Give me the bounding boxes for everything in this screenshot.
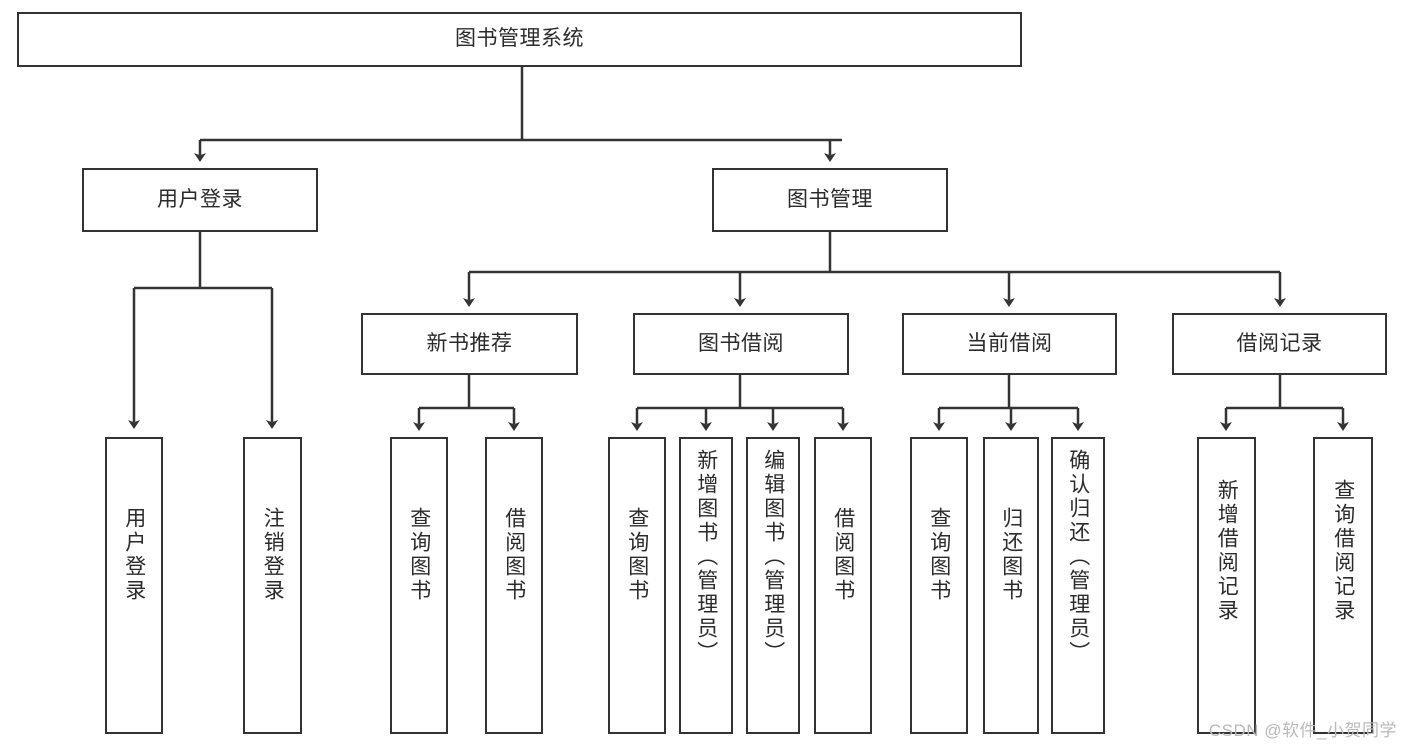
csdn-watermark: CSDN @软件_小贺同学 xyxy=(1208,721,1397,740)
node-leaf-edit-book[interactable]: 编辑图书（管理员） xyxy=(746,437,800,734)
node-leaf-query-book-1[interactable]: 查询图书 xyxy=(390,437,448,734)
node-leaf-add-book-label: 新增图书（管理员） xyxy=(694,449,718,665)
node-book-borrow[interactable]: 图书借阅 xyxy=(633,313,849,375)
node-root[interactable]: 图书管理系统 xyxy=(17,12,1022,67)
node-leaf-borrow-book-1[interactable]: 借阅图书 xyxy=(485,437,543,734)
node-leaf-user-login[interactable]: 用户登录 xyxy=(105,437,163,734)
node-leaf-query-book-1-label: 查询图书 xyxy=(407,507,431,603)
node-borrow-records-label: 借阅记录 xyxy=(1236,331,1323,355)
node-leaf-add-borrow-record[interactable]: 新增借阅记录 xyxy=(1197,437,1256,734)
node-leaf-borrow-book-1-label: 借阅图书 xyxy=(502,507,526,603)
node-current-borrow[interactable]: 当前借阅 xyxy=(902,313,1117,375)
node-leaf-borrow-book-2-label: 借阅图书 xyxy=(831,507,855,603)
node-leaf-query-book-3[interactable]: 查询图书 xyxy=(910,437,968,734)
node-book-management-label: 图书管理 xyxy=(787,187,873,211)
node-leaf-query-borrow-record-label: 查询借阅记录 xyxy=(1331,479,1355,623)
node-leaf-add-borrow-record-label: 新增借阅记录 xyxy=(1215,479,1239,623)
node-leaf-borrow-book-2[interactable]: 借阅图书 xyxy=(814,437,872,734)
node-leaf-return-book-label: 归还图书 xyxy=(999,507,1023,603)
node-leaf-add-book[interactable]: 新增图书（管理员） xyxy=(679,437,733,734)
node-user-login-label: 用户登录 xyxy=(157,187,243,211)
node-leaf-query-book-2[interactable]: 查询图书 xyxy=(608,437,666,734)
node-borrow-records[interactable]: 借阅记录 xyxy=(1172,313,1387,375)
node-leaf-query-book-2-label: 查询图书 xyxy=(625,507,649,603)
node-new-book-recommend-label: 新书推荐 xyxy=(426,331,513,355)
node-leaf-edit-book-label: 编辑图书（管理员） xyxy=(761,449,785,665)
node-new-book-recommend[interactable]: 新书推荐 xyxy=(361,313,578,375)
node-current-borrow-label: 当前借阅 xyxy=(966,331,1053,355)
node-book-borrow-label: 图书借阅 xyxy=(698,331,784,355)
node-leaf-confirm-return-label: 确认归还（管理员） xyxy=(1066,449,1090,665)
node-leaf-user-login-label: 用户登录 xyxy=(122,507,146,603)
node-root-label: 图书管理系统 xyxy=(455,27,584,51)
node-user-login[interactable]: 用户登录 xyxy=(82,168,318,232)
node-leaf-query-book-3-label: 查询图书 xyxy=(927,507,951,603)
node-leaf-query-borrow-record[interactable]: 查询借阅记录 xyxy=(1313,437,1373,734)
node-leaf-user-logout-label: 注销登录 xyxy=(261,507,285,603)
node-leaf-user-logout[interactable]: 注销登录 xyxy=(243,437,302,734)
node-leaf-return-book[interactable]: 归还图书 xyxy=(983,437,1039,734)
node-book-management[interactable]: 图书管理 xyxy=(712,168,948,232)
node-leaf-confirm-return[interactable]: 确认归还（管理员） xyxy=(1051,437,1105,734)
